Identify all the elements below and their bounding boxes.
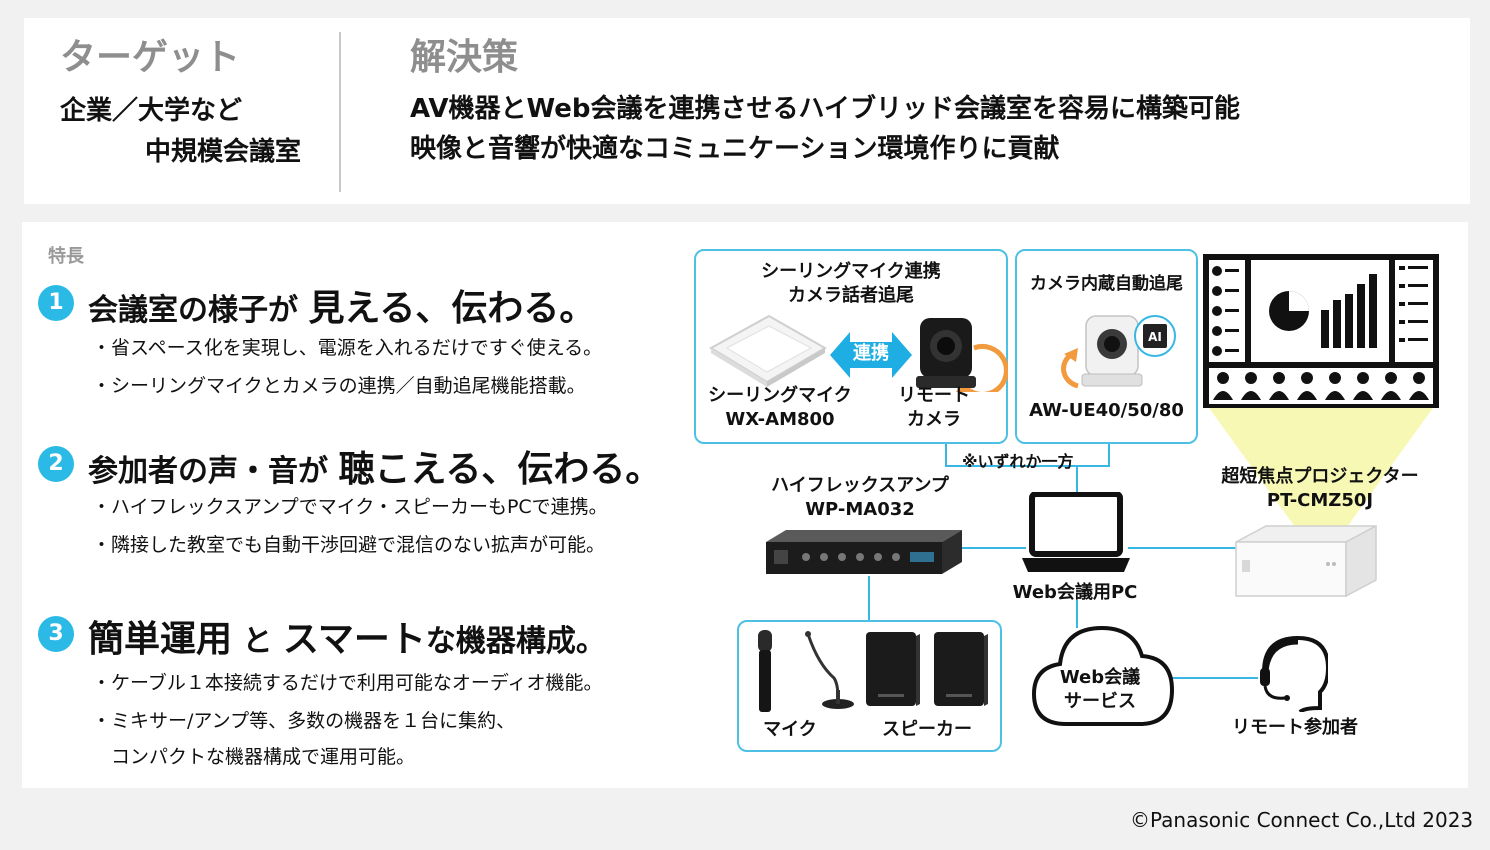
feature-1-bullet-2: ・シーリングマイクとカメラの連携／自動追尾機能搭載。 — [92, 375, 586, 397]
feature-number-2: 2 — [38, 446, 74, 482]
speakers-icon — [866, 632, 988, 706]
solution-line-1: AV機器とWeb会議を連携させるハイブリッド会議室を容易に構築可能 — [410, 94, 1240, 124]
connector-pc-up — [1076, 466, 1078, 492]
summary-panel — [24, 18, 1470, 204]
connector-cam1 — [945, 444, 947, 466]
connector-pc-cloud — [1076, 600, 1078, 628]
target-line-1: 企業／大学など — [60, 96, 243, 126]
solution-line-2: 映像と音響が快適なコミュニケーション環境作りに貢献 — [410, 134, 1060, 164]
auto-tracking-camera-icon — [1061, 315, 1176, 389]
feature-title-1b: 見える、伝わる。 — [308, 288, 596, 329]
ceiling-mic-icon — [709, 314, 827, 387]
features-label: 特長 — [48, 246, 84, 267]
connector-amp-pc — [960, 547, 1026, 549]
box2-model: AW-UE40/50/80 — [1029, 400, 1184, 421]
mic-label: マイク — [763, 719, 817, 740]
connector-pc-projector — [1128, 547, 1238, 549]
feature-title-3d: な機器構成。 — [425, 624, 606, 659]
projector-icon — [1235, 524, 1377, 598]
target-line-2: 中規模会議室 — [145, 137, 302, 167]
cloud-label-2: サービス — [1064, 691, 1136, 712]
projection-beam — [1209, 408, 1433, 538]
feature-number-3: 3 — [38, 616, 74, 652]
connector-either — [945, 465, 1110, 467]
solution-heading: 解決策 — [410, 37, 519, 78]
ceiling-mic-label-2: WX-AM800 — [725, 409, 835, 430]
microphone-icon — [758, 630, 854, 712]
link-label: 連携 — [853, 343, 889, 364]
speaker-label: スピーカー — [882, 719, 972, 740]
cloud-icon — [1031, 625, 1174, 726]
link-arrow-icon — [830, 332, 912, 378]
pc-label: Web会議用PC — [1012, 582, 1138, 603]
feature-1-bullet-1: ・省スペース化を実現し、電源を入れるだけですぐ使える。 — [92, 337, 603, 359]
headset-user-icon — [1260, 635, 1328, 712]
remote-camera-label-2: カメラ — [907, 409, 961, 430]
either-note: ※いずれか一方 — [962, 452, 1074, 471]
feature-2-bullet-2: ・隣接した教室でも自動干渉回避で混信のない拡声が可能。 — [92, 534, 606, 556]
feature-number-1: 1 — [38, 285, 74, 321]
amp-label-1: ハイフレックスアンプ — [771, 475, 949, 496]
feature-title-2b: 聴こえる、伝わる。 — [338, 449, 662, 490]
feature-title-1: 会議室の様子が 見える、伝わる。 — [88, 279, 595, 331]
box2-title: カメラ内蔵自動追尾 — [1030, 274, 1183, 294]
connector-cam2 — [1108, 444, 1110, 466]
laptop-icon — [1022, 492, 1130, 572]
feature-3-bullet-3: コンパクトな機器構成で運用可能。 — [92, 746, 416, 768]
amp-label-2: WP-MA032 — [805, 499, 915, 520]
feature-title-3: 簡単運用 と スマートな機器構成。 — [88, 610, 606, 662]
feature-title-3b: と — [242, 624, 273, 659]
box1-title-2: カメラ話者追尾 — [788, 285, 914, 306]
projection-screen-icon — [1203, 254, 1439, 408]
target-heading: ターゲット — [60, 37, 241, 78]
ai-badge: AI — [1148, 330, 1162, 344]
feature-title-2: 参加者の声・音が 聴こえる、伝わる。 — [88, 440, 661, 492]
feature-title-3a: 簡単運用 — [88, 619, 233, 660]
remote-participant-label: リモート参加者 — [1232, 717, 1358, 738]
feature-title-2a: 参加者の声・音が — [88, 454, 328, 489]
box1-title-1: シーリングマイク連携 — [761, 261, 941, 282]
projector-label-2: PT-CMZ50J — [1266, 490, 1374, 511]
header-divider — [339, 32, 341, 192]
feature-2-bullet-1: ・ハイフレックスアンプでマイク・スピーカーもPCで連携。 — [92, 496, 608, 518]
cloud-label-1: Web会議 — [1059, 667, 1141, 688]
copyright: ©Panasonic Connect Co.,Ltd 2023 — [1130, 808, 1474, 832]
feature-title-1a: 会議室の様子が — [88, 293, 298, 328]
amplifier-icon — [766, 530, 962, 574]
remote-camera-icon — [916, 318, 1008, 392]
connector-amp-devices — [868, 576, 870, 620]
feature-title-3c: スマート — [282, 619, 426, 660]
feature-3-bullet-1: ・ケーブル１本接続するだけで利用可能なオーディオ機能。 — [92, 672, 603, 694]
feature-3-bullet-2: ・ミキサー/アンプ等、多数の機器を１台に集約、 — [92, 710, 516, 732]
remote-camera-label-1: リモート — [898, 385, 970, 406]
ceiling-mic-label-1: シーリングマイク — [708, 385, 852, 406]
projector-label-1: 超短焦点プロジェクター — [1221, 466, 1419, 487]
connector-cloud-remote — [1168, 677, 1258, 679]
